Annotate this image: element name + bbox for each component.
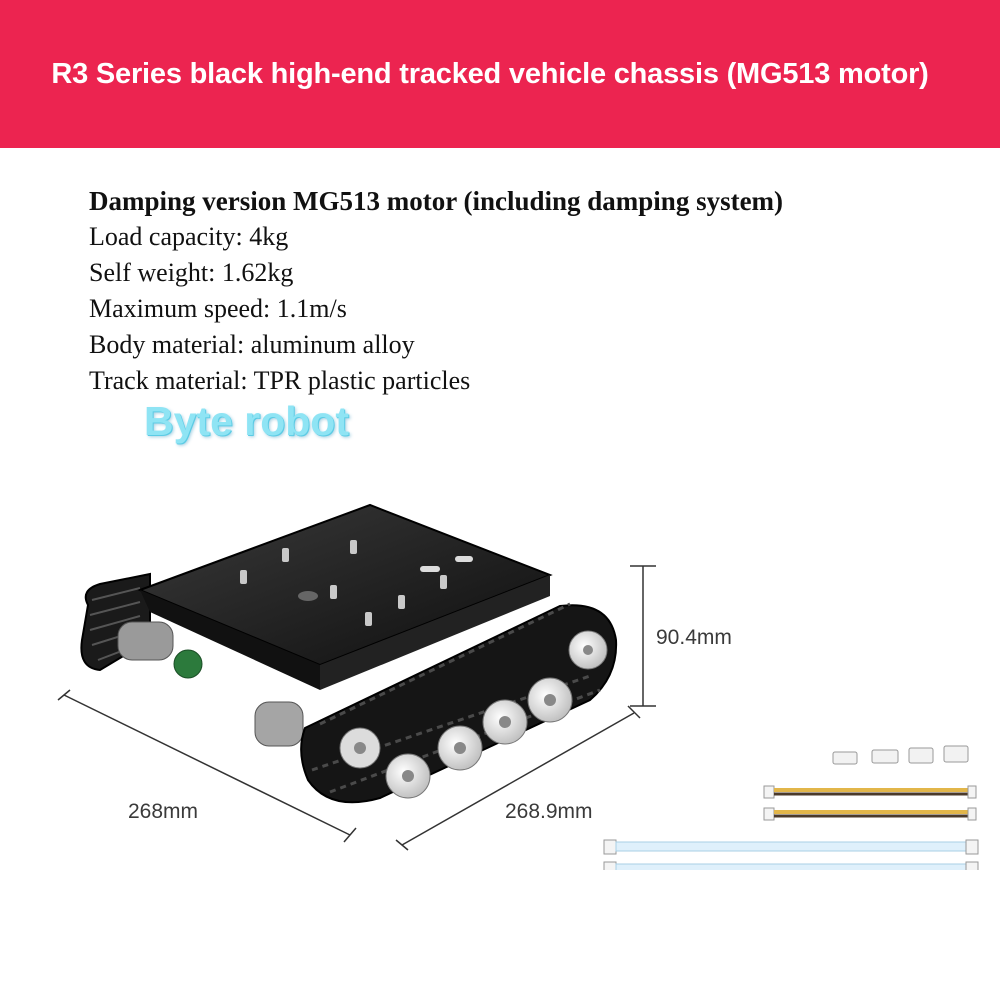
spec-item: Maximum speed: 1.1m/s (89, 294, 347, 323)
width-dimension-line (57, 689, 357, 843)
header-banner: R3 Series black high-end tracked vehicle… (0, 0, 1000, 148)
connector-set (832, 745, 969, 765)
plate-center-hole (298, 591, 318, 601)
height-dimension-line (630, 565, 656, 707)
brand-watermark: Byte robot (144, 398, 349, 444)
length-dimension-line (395, 705, 641, 851)
colored-motor-cable (763, 785, 977, 799)
spec-item: Load capacity: 4kg (89, 222, 289, 251)
product-illustration (57, 503, 979, 870)
product-title: R3 Series black high-end tracked vehicle… (51, 58, 929, 90)
plate-slot (420, 566, 440, 572)
spec-item: Self weight: 1.62kg (89, 258, 294, 287)
motor-left (117, 621, 203, 679)
colored-motor-cable (763, 807, 977, 821)
spec-item: Track material: TPR plastic particles (89, 366, 471, 395)
spec-list: Damping version MG513 motor (including d… (89, 183, 783, 399)
plate-side-left (140, 590, 320, 690)
white-flat-cable (603, 861, 979, 870)
spec-item: Body material: aluminum alloy (89, 330, 415, 359)
plate-slot (455, 556, 473, 562)
road-wheels (339, 630, 608, 799)
spec-heading: Damping version MG513 motor (including d… (89, 186, 784, 216)
motor-center (254, 701, 304, 747)
white-flat-cable (603, 839, 979, 855)
height-dimension-label: 90.4mm (656, 626, 732, 649)
plate-side-front (320, 575, 550, 690)
length-dimension-label: 268.9mm (505, 800, 593, 823)
plate-standoffs (240, 540, 447, 626)
width-dimension-label: 268mm (128, 800, 199, 823)
